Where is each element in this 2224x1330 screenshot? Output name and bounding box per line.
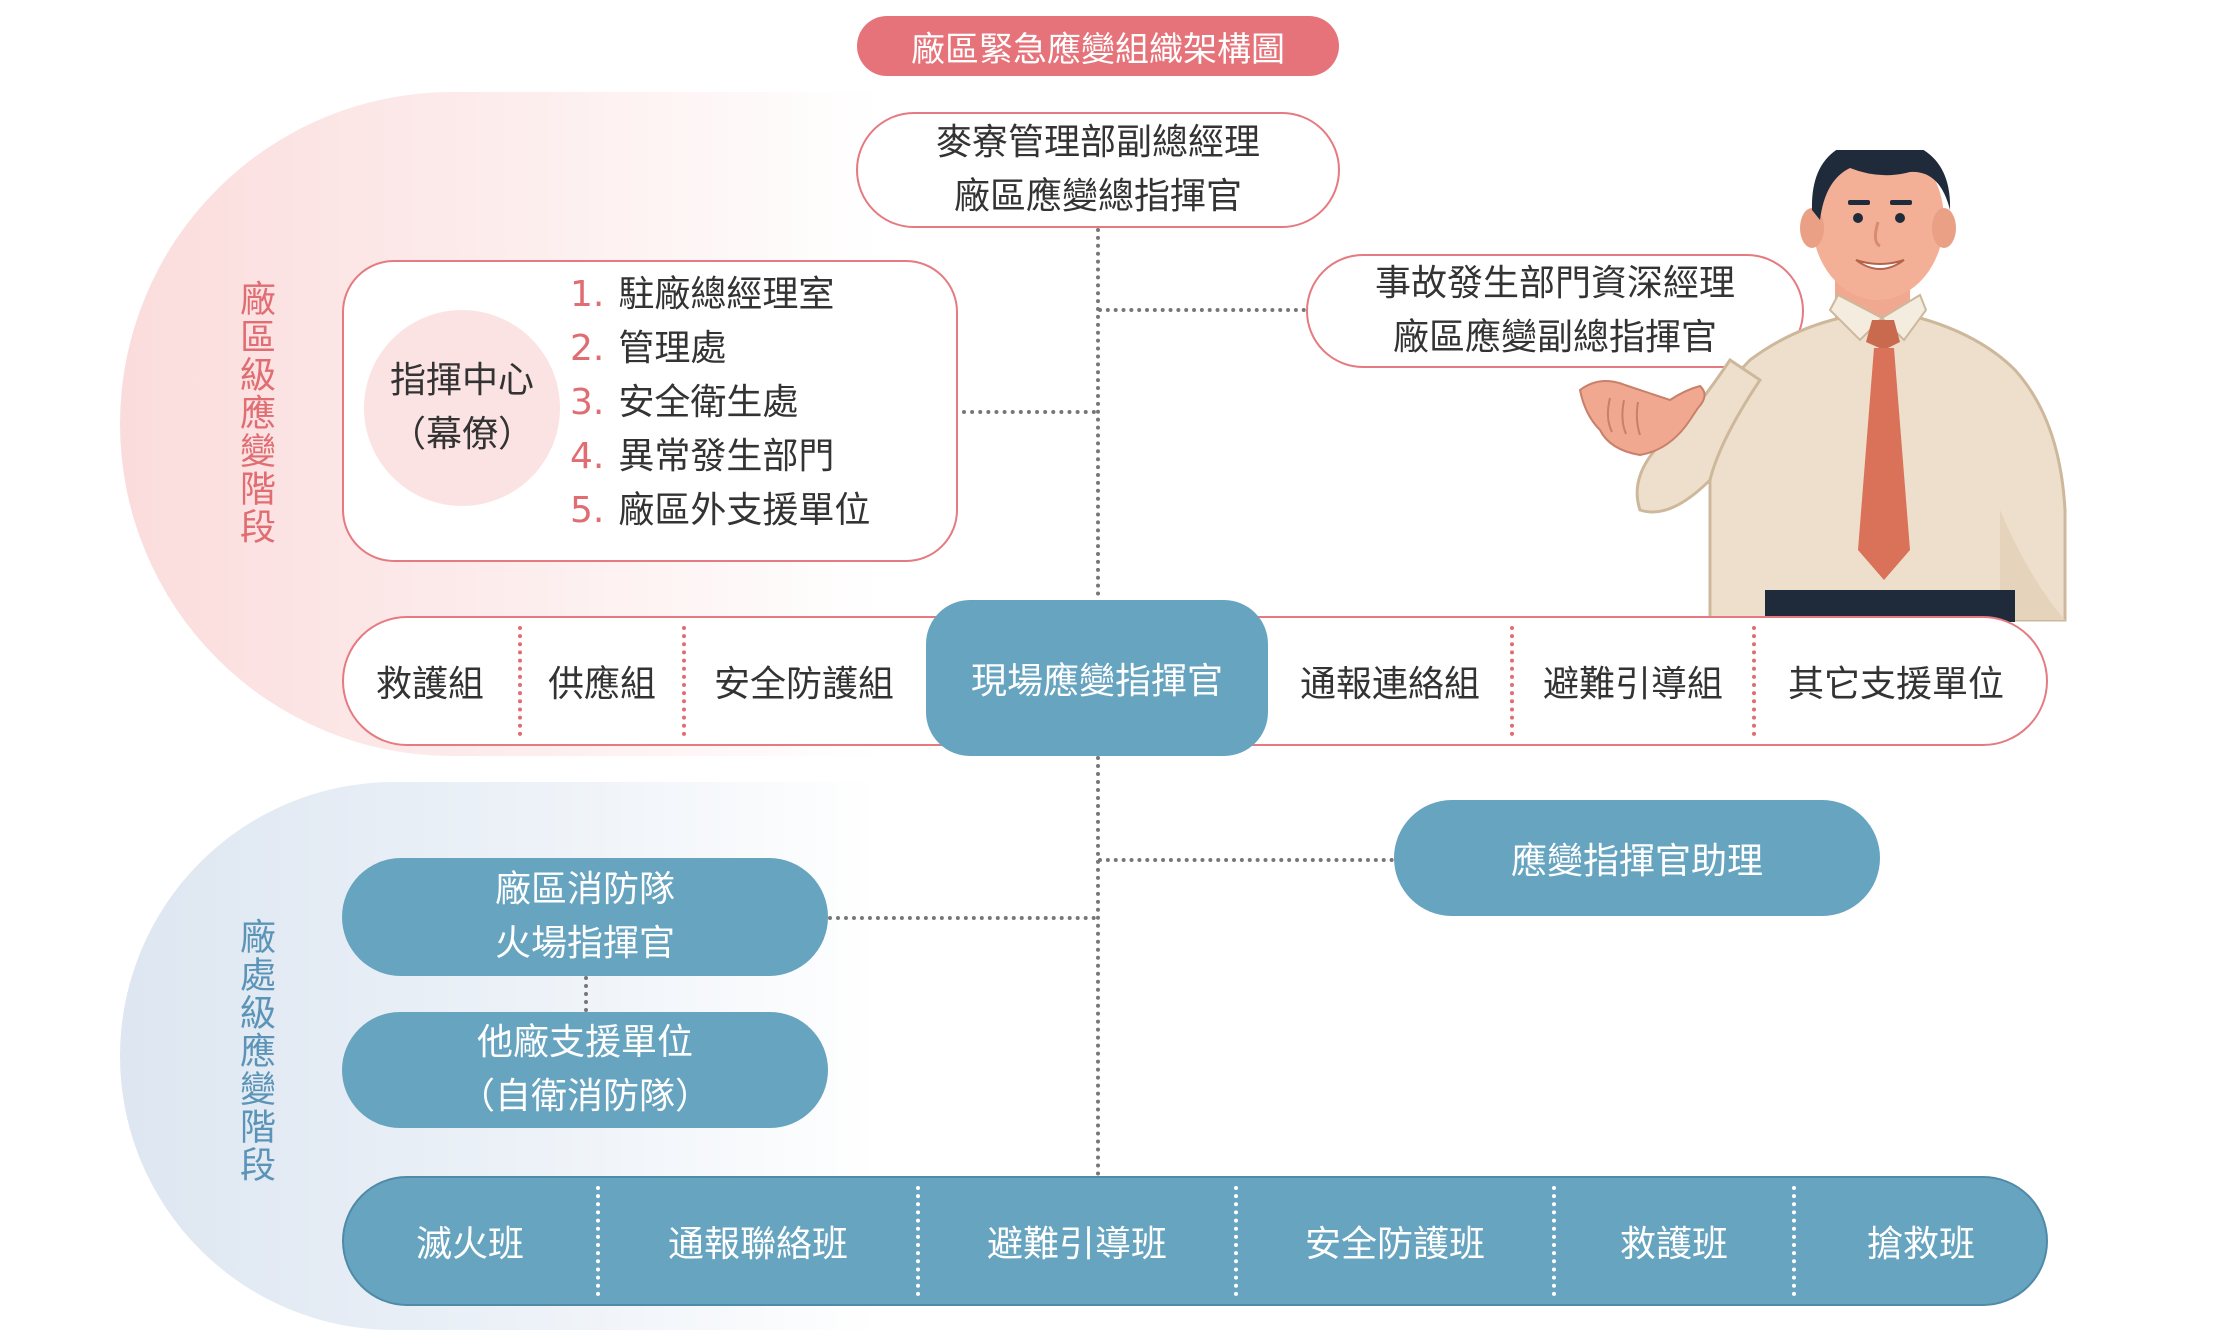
group-supply: 供應組 (547, 664, 656, 705)
connector-deputy (1098, 308, 1306, 312)
fire-commander-unit: 廠區消防隊 (494, 869, 675, 910)
list-item: 4.異常發生部門 (570, 436, 835, 477)
assistant-box: 應變指揮官助理 (1394, 800, 1880, 916)
connector-assistant (1098, 858, 1394, 862)
plant-stage-label: 廠區級應變階段 (234, 280, 275, 546)
connector-main-lower (1096, 756, 1100, 1176)
group-other-support: 其它支援單位 (1787, 664, 2004, 705)
group-notification: 通報連絡組 (1299, 664, 1480, 705)
group-rescue: 救護組 (375, 664, 484, 705)
team-divider (596, 1186, 600, 1296)
support-units-box: 他廠支援單位 （自衛消防隊） (342, 1012, 828, 1128)
group-divider (1510, 626, 1514, 736)
fire-commander-role: 火場指揮官 (494, 923, 675, 964)
connector-main-upper (1096, 228, 1100, 596)
plant-groups-right: 通報連絡組 避難引導組 其它支援單位 (1270, 616, 2048, 746)
group-divider (682, 626, 686, 736)
list-item: 2.管理處 (570, 328, 727, 369)
top-commander-role: 廠區應變總指揮官 (953, 176, 1242, 217)
plant-groups-left: 救護組 供應組 安全防護組 (342, 616, 922, 746)
list-item: 3.安全衛生處 (570, 382, 799, 423)
teams-bar: 滅火班 通報聯絡班 避難引導班 安全防護班 救護班 搶救班 (342, 1176, 2048, 1306)
command-center-title: 指揮中心 (389, 360, 534, 401)
command-center-list: 1.駐廠總經理室 2.管理處 3.安全衛生處 4.異常發生部門 5.廠區外支援單… (570, 268, 870, 538)
site-commander-box: 現場應變指揮官 (926, 600, 1268, 756)
team-divider (1234, 1186, 1238, 1296)
group-safety: 安全防護組 (713, 664, 894, 705)
connector-command-center (962, 410, 1096, 414)
top-commander-box: 麥寮管理部副總經理 廠區應變總指揮官 (856, 112, 1340, 228)
deputy-commander-box: 事故發生部門資深經理 廠區應變副總指揮官 (1306, 254, 1804, 368)
deputy-commander-role: 廠區應變副總指揮官 (1392, 317, 1717, 358)
list-item: 1.駐廠總經理室 (570, 274, 835, 315)
group-divider (518, 626, 522, 736)
connector-support-units (584, 976, 588, 1012)
team-divider (1552, 1186, 1556, 1296)
team-notification: 通報聯絡班 (667, 1224, 848, 1265)
team-fire-suppression: 滅火班 (415, 1224, 524, 1265)
site-stage-label: 廠處級應變階段 (234, 918, 275, 1184)
support-units-subtitle: （自衛消防隊） (458, 1076, 711, 1117)
fire-commander-box: 廠區消防隊 火場指揮官 (342, 858, 828, 976)
team-evacuation: 避難引導班 (986, 1224, 1167, 1265)
team-salvage: 搶救班 (1866, 1224, 1975, 1265)
group-evacuation: 避難引導組 (1542, 664, 1723, 705)
list-item: 5.廠區外支援單位 (570, 490, 871, 531)
support-units-title: 他廠支援單位 (476, 1022, 693, 1063)
group-divider (1752, 626, 1756, 736)
connector-fire-commander (828, 916, 1096, 920)
team-divider (1792, 1186, 1796, 1296)
team-rescue: 救護班 (1619, 1224, 1728, 1265)
chart-title: 廠區緊急應變組織架構圖 (857, 16, 1339, 76)
team-safety: 安全防護班 (1304, 1224, 1485, 1265)
command-center-circle: 指揮中心 （幕僚） (364, 310, 560, 506)
team-divider (916, 1186, 920, 1296)
top-commander-title: 麥寮管理部副總經理 (935, 122, 1260, 163)
command-center-subtitle: （幕僚） (389, 414, 534, 455)
deputy-commander-title: 事故發生部門資深經理 (1374, 263, 1735, 304)
businessman-illustration (1578, 150, 2067, 622)
